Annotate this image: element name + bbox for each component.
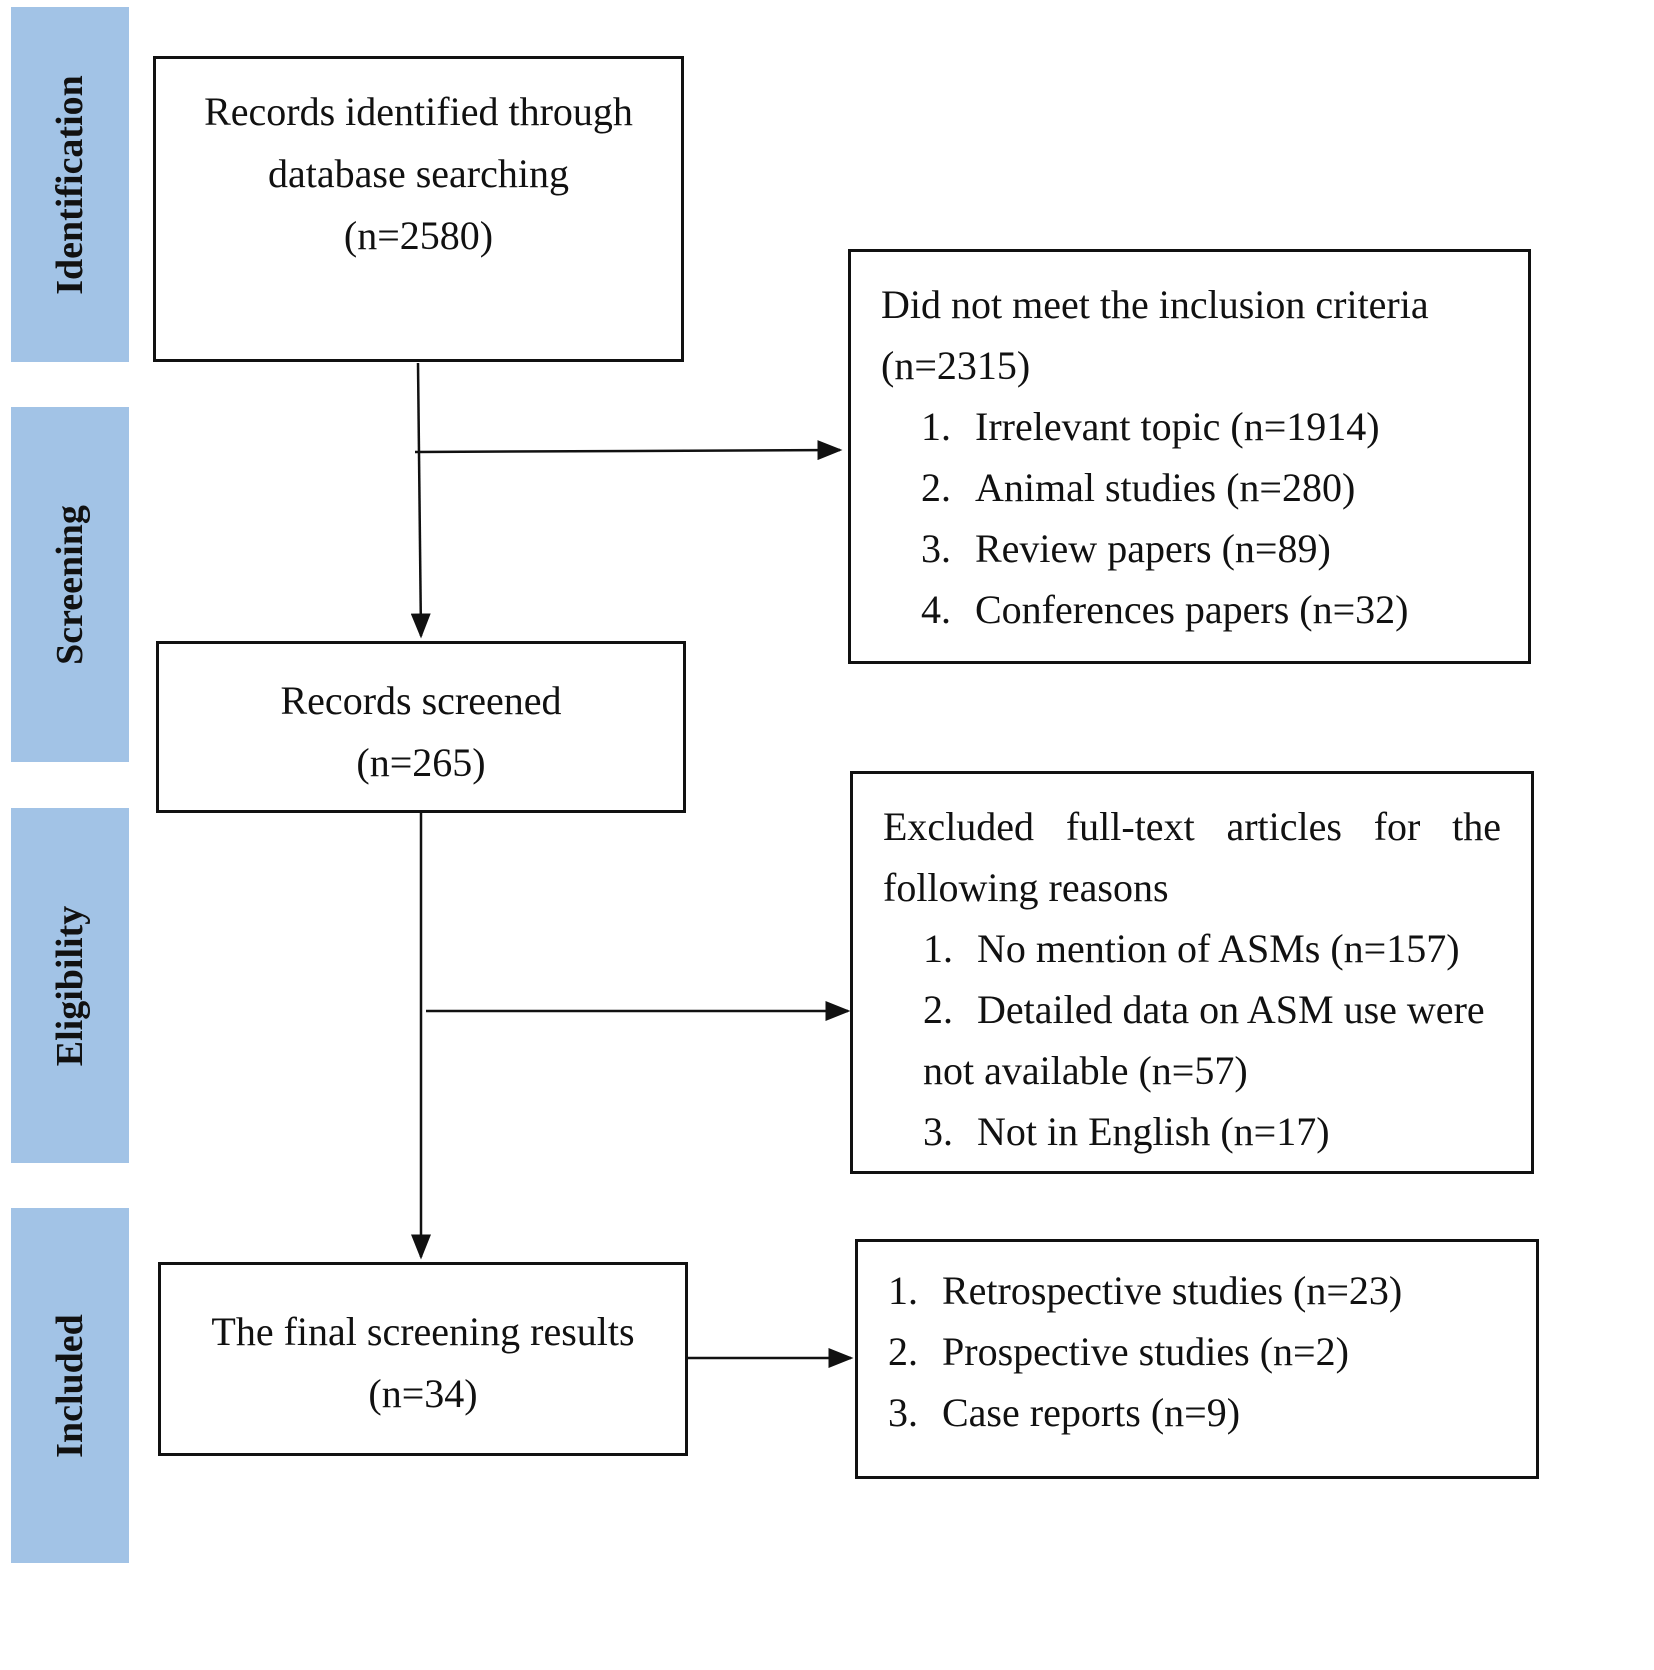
fulltext-excluded-heading-2: following reasons xyxy=(883,865,1169,910)
list-item: 4.Conferences papers (n=32) xyxy=(921,587,1409,632)
box-fulltext-excluded: Excluded full-text articles for the foll… xyxy=(850,771,1534,1174)
stage-bar-included: Included xyxy=(11,1208,129,1563)
box-included-breakdown: 1.Retrospective studies (n=23) 2.Prospec… xyxy=(855,1239,1539,1479)
inclusion-excluded-list: 1.Irrelevant topic (n=1914) 2.Animal stu… xyxy=(881,396,1528,640)
inclusion-excluded-heading: Did not meet the inclusion criteria xyxy=(881,282,1429,327)
records-identified-line-1: Records identified through xyxy=(204,89,633,134)
final-results-count: (n=34) xyxy=(368,1371,478,1416)
fulltext-excluded-heading: Excluded full-text articles for the xyxy=(883,804,1501,849)
stage-bar-screening: Screening xyxy=(11,407,129,762)
list-item: 2.Detailed data on ASM use were xyxy=(923,987,1485,1032)
list-item: 3.Case reports (n=9) xyxy=(888,1390,1241,1435)
list-item: 2.Animal studies (n=280) xyxy=(921,465,1356,510)
records-identified-line-2: database searching xyxy=(268,151,569,196)
list-item-continuation: not available (n=57) xyxy=(923,1048,1248,1093)
arrow-identified-to-screened xyxy=(410,362,431,639)
stage-bar-identification: Identification xyxy=(11,7,129,362)
box-records-screened: Records screened (n=265) xyxy=(156,641,686,813)
list-item: 1.Irrelevant topic (n=1914) xyxy=(921,404,1380,449)
records-identified-count: (n=2580) xyxy=(343,213,494,258)
box-inclusion-excluded: Did not meet the inclusion criteria (n=2… xyxy=(848,249,1531,664)
fulltext-excluded-list: 1.No mention of ASMs (n=157) 2.Detailed … xyxy=(883,918,1501,1162)
arrow-to-inclusion-excluded xyxy=(414,440,843,461)
inclusion-excluded-count: (n=2315) xyxy=(881,343,1031,388)
records-screened-label: Records screened xyxy=(280,678,562,723)
records-screened-count: (n=265) xyxy=(356,740,486,785)
box-records-identified: Records identified through database sear… xyxy=(153,56,684,362)
list-item: 1.Retrospective studies (n=23) xyxy=(888,1268,1403,1313)
box-final-results: The final screening results (n=34) xyxy=(158,1262,688,1456)
stage-bar-eligibility: Eligibility xyxy=(11,808,129,1163)
list-item: 1.No mention of ASMs (n=157) xyxy=(923,926,1460,971)
list-item: 3.Review papers (n=89) xyxy=(921,526,1331,571)
list-item: 3.Not in English (n=17) xyxy=(923,1109,1330,1154)
final-results-label: The final screening results xyxy=(211,1309,635,1354)
list-item: 2.Prospective studies (n=2) xyxy=(888,1329,1349,1374)
